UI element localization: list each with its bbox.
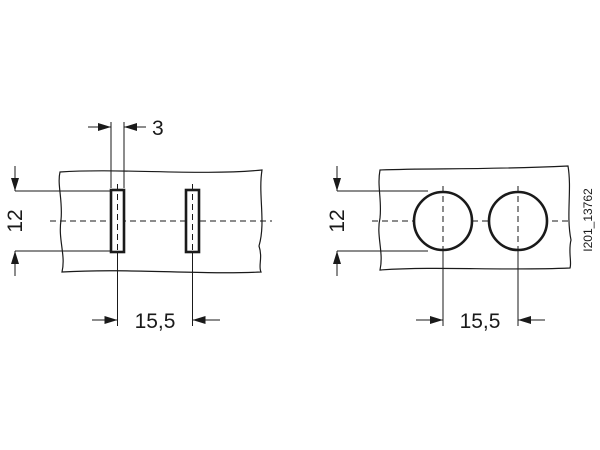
left-height-dimension: 12 [4,166,110,276]
left-slot-width-label: 3 [152,117,164,140]
right-view: 12 15,5 [326,165,572,333]
right-height-dimension: 12 [326,166,428,276]
left-part-outline [58,169,263,274]
left-pitch-label: 15,5 [135,310,176,333]
right-pitch-label: 15,5 [460,310,501,333]
left-slot-width-dimension: 3 [88,117,164,188]
right-part-outline [378,165,572,271]
left-pitch-dimension: 15,5 [92,252,220,333]
left-view: 12 3 15,5 [4,117,272,333]
right-height-label: 12 [326,209,349,232]
drawing-id: I201_13762 [581,188,595,252]
left-height-label: 12 [4,209,27,232]
right-pitch-dimension: 15,5 [416,250,545,333]
